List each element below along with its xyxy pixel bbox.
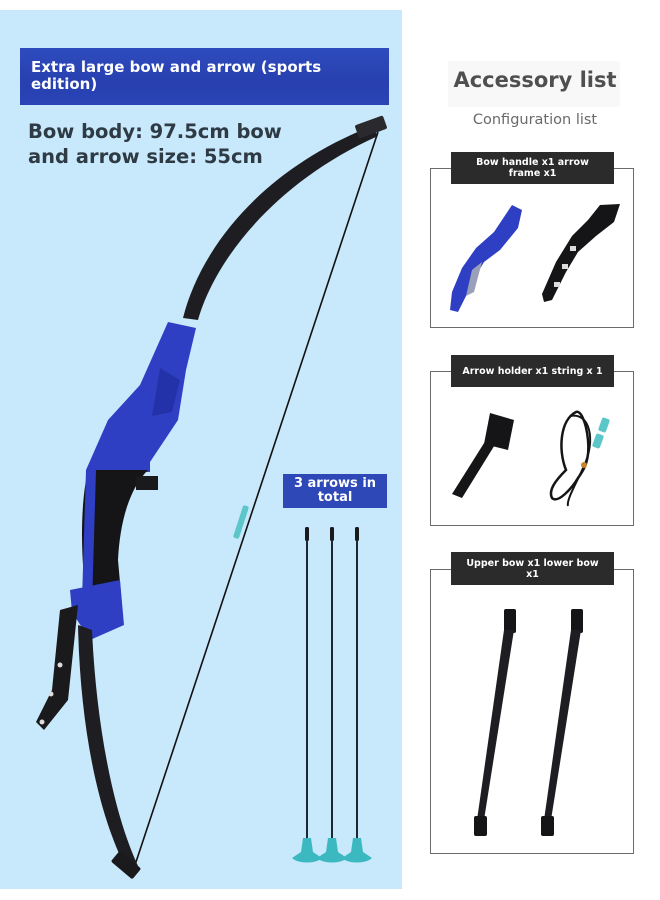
arrow-1	[292, 527, 322, 863]
bow-illustration	[36, 115, 387, 879]
sight-bracket	[36, 605, 78, 730]
bow-string	[133, 131, 379, 869]
accessory-list-title: Accessory list	[453, 68, 617, 92]
arrow-2	[317, 527, 347, 863]
product-title: Extra large bow and arrow (sports editio…	[31, 58, 322, 93]
lower-limb-tip	[111, 851, 141, 879]
lower-collar	[70, 580, 124, 640]
accessory-card-limbs	[430, 569, 634, 854]
configuration-list-subtitle: Configuration list	[472, 112, 598, 128]
arrows-group	[292, 527, 372, 863]
riser-truss	[152, 368, 180, 416]
card-label-text: Arrow holder x1 string x 1	[462, 365, 603, 377]
accessory-card-holder	[430, 371, 634, 526]
arrow-rest	[136, 476, 158, 490]
arrows-count-label: 3 arrows in total	[293, 476, 377, 505]
card-label-text: Upper bow x1 lower bow x1	[466, 557, 599, 580]
accessory-card-handle	[430, 168, 634, 328]
arrows-count-badge: 3 arrows in total	[283, 474, 387, 508]
arrow-3	[342, 527, 372, 863]
string-serving-icon	[233, 505, 249, 539]
accessory-card-label: Arrow holder x1 string x 1	[451, 355, 614, 387]
upper-limb	[183, 126, 378, 320]
grip	[82, 470, 148, 610]
handle-riser	[86, 322, 196, 472]
grip-side	[82, 470, 96, 605]
accessory-card-label: Bow handle x1 arrow frame x1	[451, 152, 614, 184]
accessory-card-label: Upper bow x1 lower bow x1	[451, 552, 614, 585]
product-title-banner: Extra large bow and arrow (sports editio…	[20, 48, 389, 105]
accessory-title-background	[448, 61, 620, 107]
size-info: Bow body: 97.5cm bow and arrow size: 55c…	[28, 120, 282, 168]
lower-limb	[78, 625, 138, 872]
card-label-text: Bow handle x1 arrow frame x1	[476, 157, 589, 179]
upper-limb-tip	[355, 115, 387, 139]
